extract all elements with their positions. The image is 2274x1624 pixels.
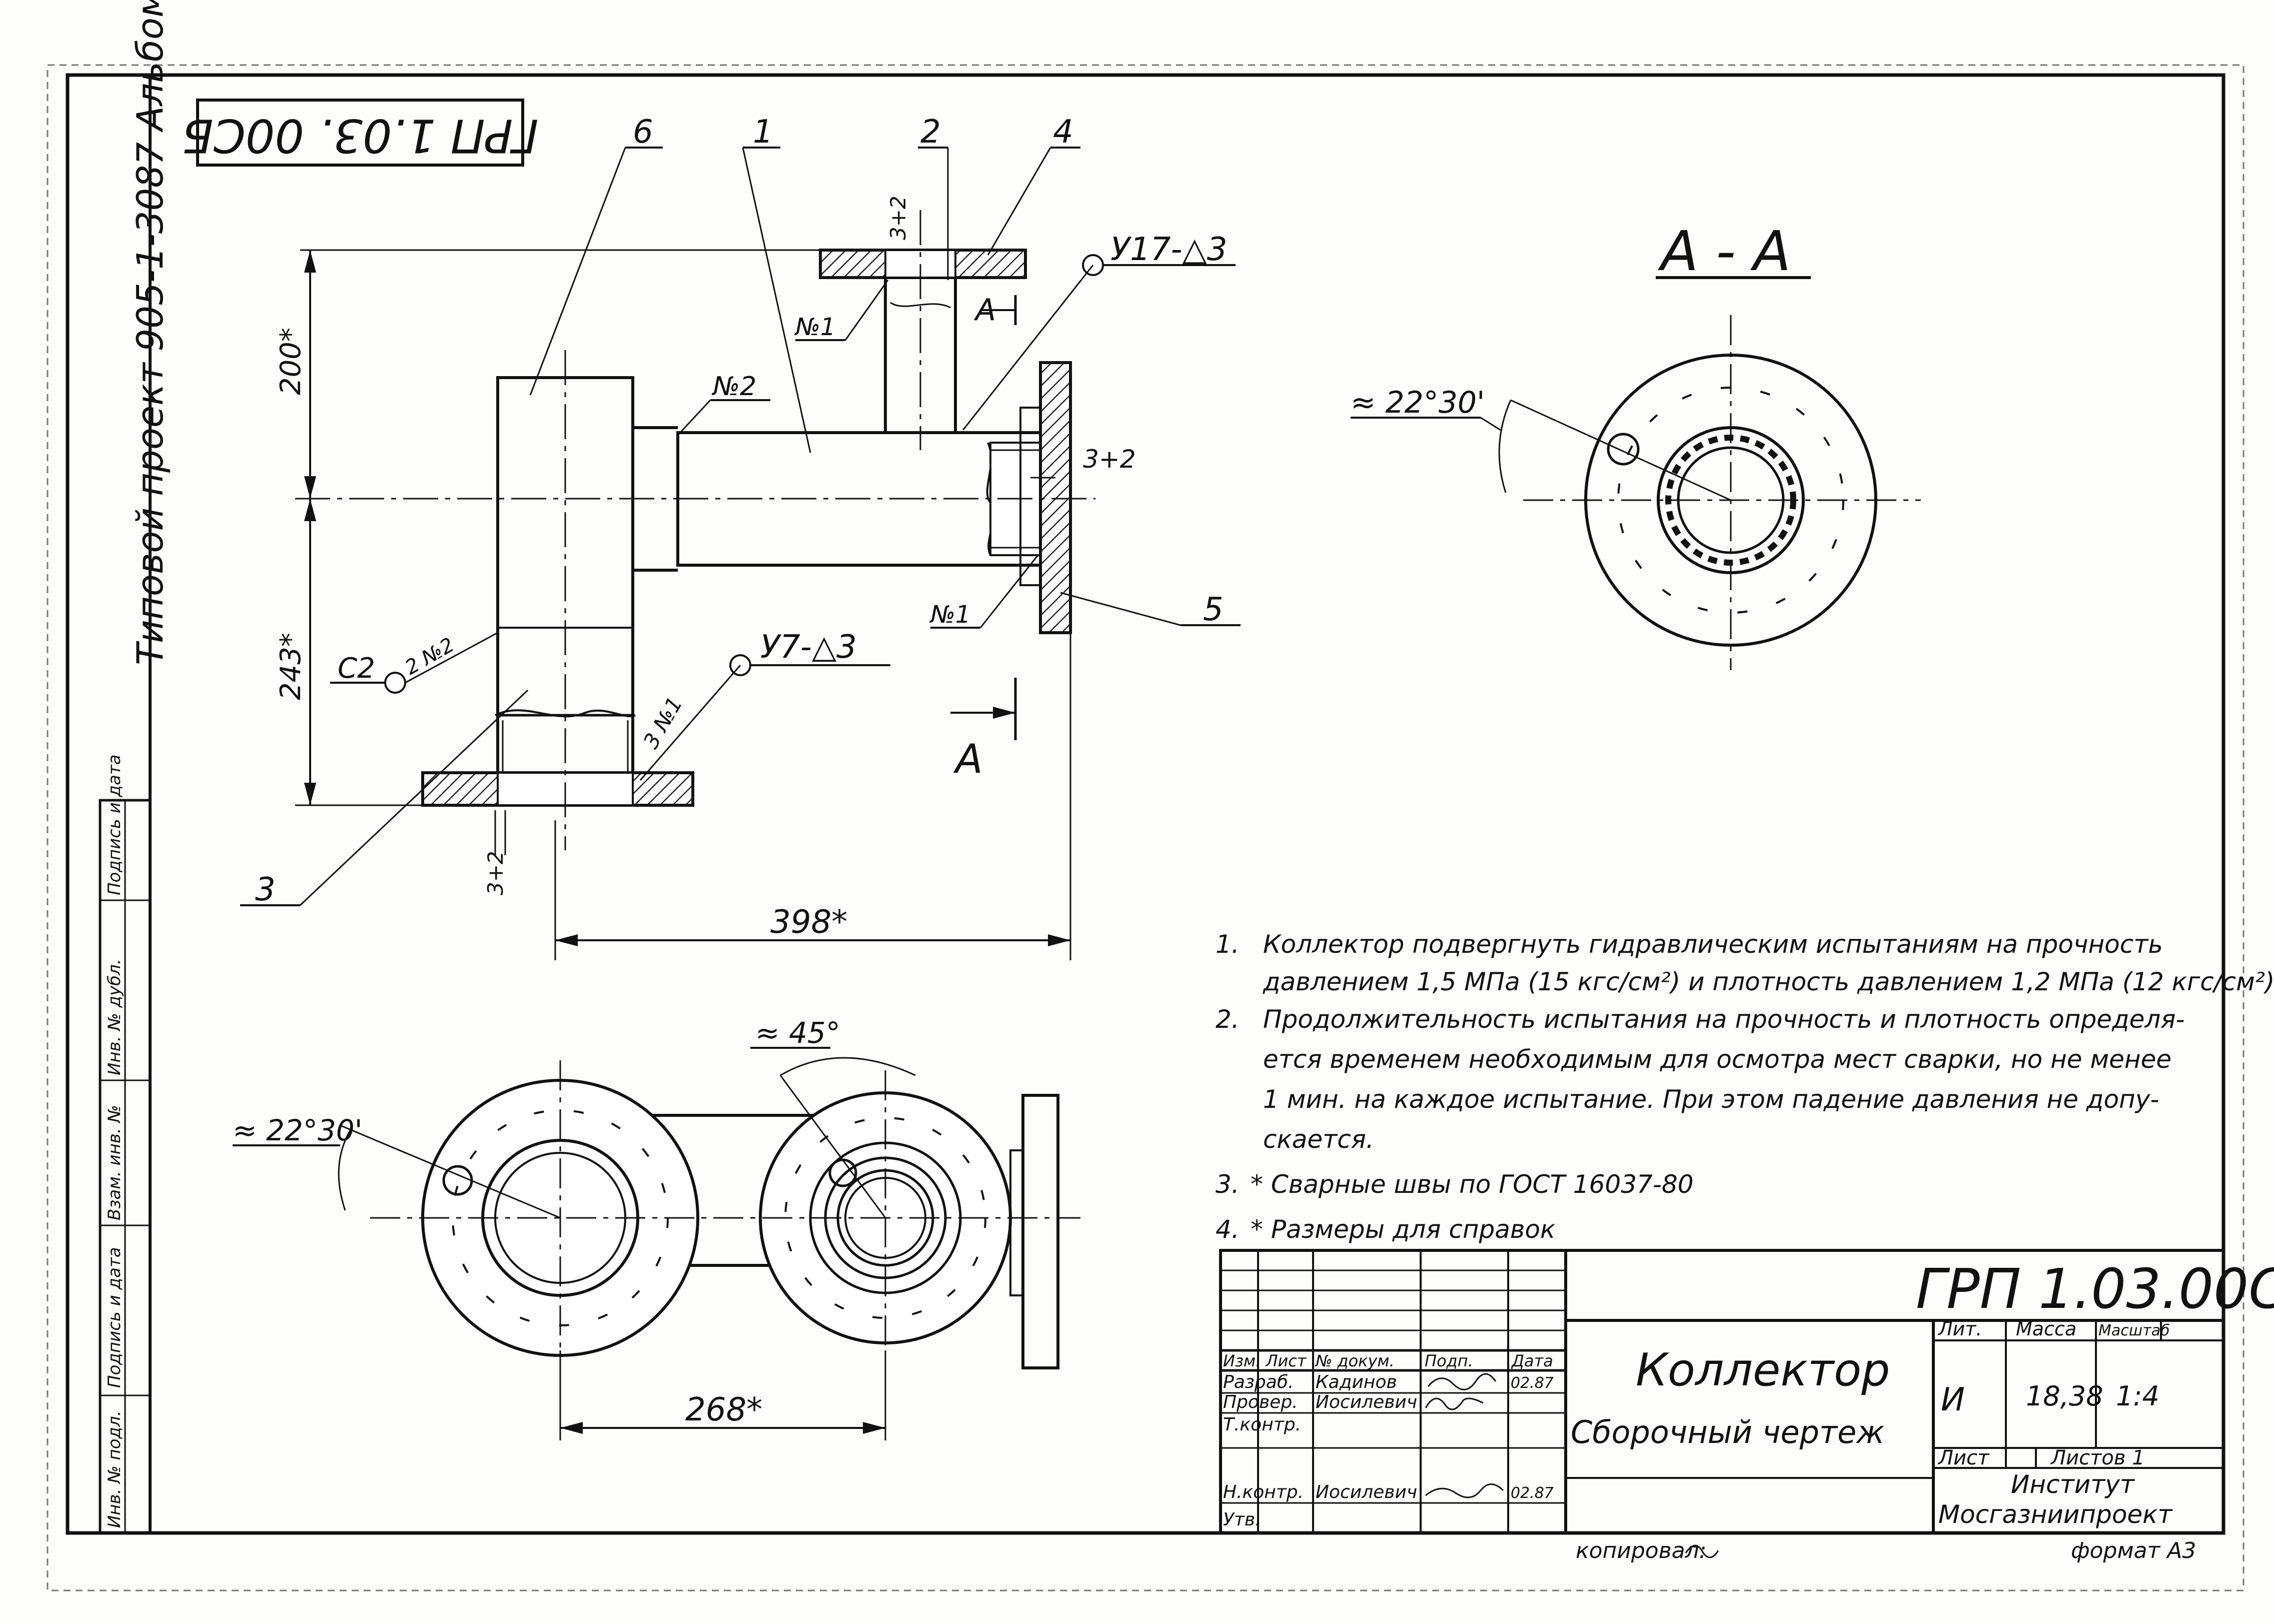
- stamp-r2-doc: Иосилевич: [1316, 1392, 1417, 1412]
- note-1-line1: Коллектор подвергнуть гидравлическим исп…: [1263, 930, 2163, 959]
- sheet-label: Лист: [1937, 1446, 1990, 1469]
- hdr-scale: Масштаб: [2098, 1322, 2170, 1339]
- stamp-r1-role: Разраб.: [1223, 1372, 1294, 1392]
- stamp-r1-date: 02.87: [1511, 1374, 1554, 1392]
- stamp-r0-date: Дата: [1511, 1351, 1553, 1370]
- dim-3-n1: 3 №1: [638, 693, 687, 753]
- callout-5: 5: [1203, 591, 1224, 628]
- stamp-r0-doc: № докум.: [1315, 1351, 1395, 1370]
- dim-3plus2-right: 3+2: [1083, 445, 1136, 474]
- section-mark-top: А: [973, 293, 996, 328]
- title-block: Изм. Лист № докум. Подп. Дата Разраб. Ка…: [1219, 1249, 2274, 1534]
- dim-2-n2: 2 №2: [401, 633, 458, 679]
- stamp-r3-role: Т.контр.: [1223, 1414, 1301, 1435]
- note-4-num: 4.: [1216, 1215, 1240, 1244]
- side-cell-sign1: Подпись и дата: [105, 1247, 125, 1388]
- callout-1: 1: [753, 114, 773, 151]
- stamp-r5-doc: Иосилевич: [1316, 1482, 1417, 1502]
- note-2-line1: Продолжительность испытания на прочность…: [1263, 1005, 2184, 1034]
- note-3-num: 3.: [1216, 1170, 1240, 1199]
- front-view: 200* 243* 398* 3+2 3+2 3+2 6 1 2 4 5 3: [240, 114, 1241, 960]
- doc-subtitle: Сборочный чертеж: [1571, 1414, 1884, 1450]
- top-code-box: [196, 99, 524, 167]
- stamp-r5-date: 02.87: [1511, 1484, 1554, 1502]
- section-mark-bottom: А: [953, 736, 983, 782]
- note-2-num: 2.: [1216, 1005, 1240, 1034]
- section-angle: ≈ 22°30': [1351, 385, 1485, 420]
- stamp-r0-sign: Подп.: [1425, 1351, 1473, 1370]
- doc-title: Коллектор: [1636, 1344, 1890, 1396]
- dim-398: 398*: [770, 904, 847, 941]
- plan-angle-2: ≈ 45°: [755, 1016, 840, 1050]
- dim-3plus2-top: 3+2: [886, 196, 910, 240]
- hdr-mass: Масса: [2016, 1318, 2076, 1340]
- signature-prover: [1425, 1397, 1484, 1410]
- callout-2: 2: [920, 114, 941, 151]
- right-flange-5: [1039, 361, 1072, 634]
- plan-angle-1: ≈ 22°30': [233, 1113, 363, 1147]
- stamp-r6-role: Утв.: [1223, 1509, 1261, 1530]
- lit-value: И: [1941, 1381, 1965, 1418]
- weld-top-label: У17-△3: [1110, 231, 1227, 268]
- weld-n1-right: №1: [929, 601, 970, 629]
- technical-notes: 1. Коллектор подвергнуть гидравлическим …: [1216, 930, 2274, 1244]
- note-2-line2: ется временем необходимым для осмотра ме…: [1263, 1045, 2171, 1074]
- copied-label: копировал:: [1576, 1538, 1707, 1563]
- callout-6: 6: [633, 114, 653, 151]
- weld-c2-label: С2: [338, 652, 375, 685]
- dim-268: 268*: [685, 1391, 762, 1428]
- section-a-a-view: А - А ≈ 22°30': [1351, 219, 1921, 670]
- project-side-title: Типовой проект 905-1-3087 Альбом 2: [129, 0, 171, 665]
- scale-value: 1:4: [2116, 1380, 2159, 1412]
- stamp-r0-role: Изм. Лист: [1223, 1351, 1307, 1370]
- dim-243: 243*: [275, 633, 307, 700]
- weld-mid-label: У7-△3: [760, 629, 857, 666]
- note-2-line4: скается.: [1263, 1125, 1374, 1154]
- outer-trim-line: [47, 64, 2244, 1591]
- note-3-line1: * Сварные швы по ГОСТ 16037-80: [1251, 1170, 1694, 1199]
- section-bolt-hole: [1607, 433, 1640, 466]
- mass-value: 18,38: [2026, 1380, 2103, 1412]
- format-label: формат А3: [2071, 1538, 2196, 1563]
- sheets-label: Листов 1: [2050, 1446, 2145, 1469]
- note-1-num: 1.: [1216, 930, 1240, 959]
- note-4-line1: * Размеры для справок: [1251, 1215, 1555, 1244]
- stamp-r2-role: Провер.: [1223, 1392, 1298, 1412]
- callout-3: 3: [255, 871, 276, 908]
- copied-signature: [1685, 1544, 1719, 1558]
- weld-n2: №2: [711, 372, 756, 402]
- dim-3plus2-bottom: 3+2: [483, 851, 508, 895]
- side-cell-inv: Инв. № подл.: [105, 1410, 125, 1528]
- callout-4: 4: [1053, 114, 1073, 151]
- stamp-r1-doc: Кадинов: [1316, 1372, 1397, 1392]
- plan-side-flange: [1021, 1094, 1059, 1369]
- doc-code: ГРП 1.03.00СБ: [1916, 1257, 2274, 1321]
- top-code: ГРП 1.03. 00СБ: [182, 109, 539, 163]
- org-line2: Мосгазниипроект: [1938, 1500, 2173, 1529]
- dim-200: 200*: [275, 328, 307, 395]
- side-cell-sign2: Подпись и дата: [105, 754, 125, 895]
- note-2-line3: 1 мин. на каждое испытание. При этом пад…: [1263, 1085, 2159, 1114]
- note-1-line2: давлением 1,5 МПа (15 кгс/см²) и плотнос…: [1263, 967, 2274, 996]
- drawing-frame: [66, 73, 2225, 1535]
- plan-view: ≈ 22°30' ≈ 45° 268*: [233, 1016, 1080, 1440]
- side-cell-replace: Взам. инв. №: [105, 1105, 125, 1220]
- signature-nkontr: [1425, 1483, 1504, 1498]
- side-cell-dup: Инв. № дубл.: [105, 959, 125, 1075]
- org-line1: Институт: [2011, 1470, 2135, 1499]
- stamp-r5-role: Н.контр.: [1223, 1482, 1304, 1502]
- hdr-lit: Лит.: [1937, 1318, 1982, 1340]
- side-stamp: Инв. № подл. Подпись и дата Взам. инв. №…: [99, 754, 152, 1534]
- section-title: А - А: [1658, 219, 1791, 283]
- weld-n1-top: №1: [794, 313, 835, 341]
- signature-razrab: [1427, 1373, 1497, 1390]
